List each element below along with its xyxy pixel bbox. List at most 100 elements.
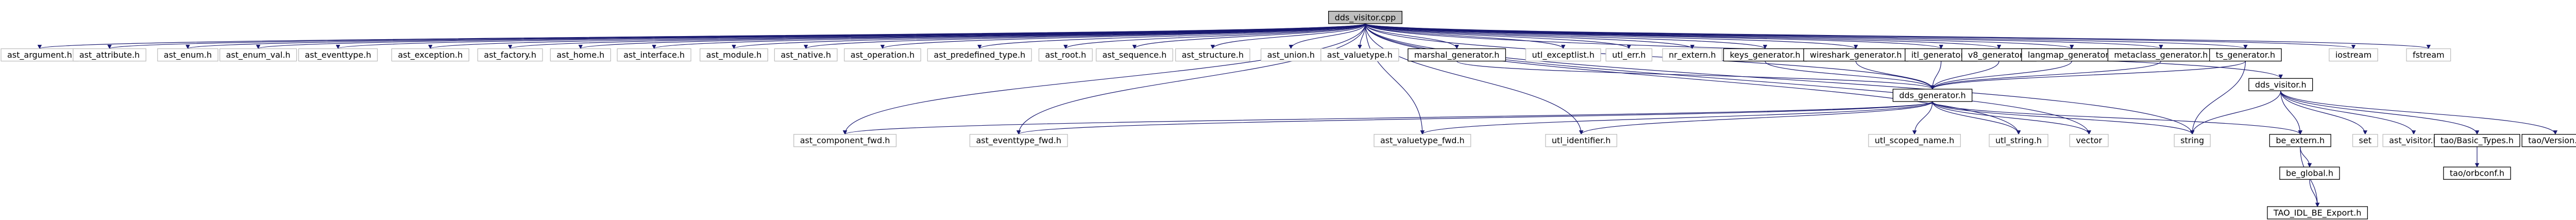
node-box [1095,48,1174,62]
node-label: utl_err.h [1612,50,1646,60]
node-dds-visitor[interactable]: dds_visitor.h [2248,78,2313,91]
node-marshal-generator[interactable]: marshal_generator.h [1408,48,1506,62]
node-box [477,48,543,62]
node-label: utl_identifier.h [1552,136,1611,146]
node-label: iostream [2335,50,2371,60]
node-label: itl_generator.h [1911,50,1971,60]
node-label: tao/Version.h [2528,136,2576,145]
edge-keys_generator-to-dds_generator [1765,61,1935,90]
edge-root-to-vector [1365,23,2091,135]
edge-root-to-fstream [1365,23,2431,49]
node-box [774,48,838,62]
node-box [73,48,146,62]
edge-root-to-utl_identifier [1365,23,1584,135]
node-box [617,48,691,62]
node-label: ast_eventtype_fwd.h [976,136,1061,146]
node-box [2248,78,2313,91]
node-ast-factory: ast_factory.h [477,48,543,62]
node-label: dds_visitor.cpp [1335,12,1396,23]
node-label: langmap_generator.h [2028,50,2116,60]
edge-ts_generator-to-string [2190,61,2246,135]
node-box [2434,134,2520,147]
node-wireshark-generator[interactable]: wireshark_generator.h [1803,48,1909,62]
node-label: keys_generator.h [1730,50,1800,60]
node-box [219,48,297,62]
node-ast-valuetype: ast_valuetype.h [1320,48,1399,62]
node-box [1408,48,1506,62]
node-box [927,48,1032,62]
node-utl-exceptlist: utl_exceptlist.h [1525,48,1601,62]
node-box [550,48,611,62]
node-be-extern[interactable]: be_extern.h [2269,134,2331,147]
node-box [2209,48,2282,62]
edge-dds_visitor-to-string [2190,91,2281,135]
node-box [1320,48,1399,62]
node-utl-identifier: utl_identifier.h [1545,134,1617,147]
edge-root-to-ast_structure [1210,23,1366,49]
edge-langmap_generator-to-dds_generator [1930,61,2072,90]
node-box [2021,48,2123,62]
edge-dds_visitor-to-ast_visitor [2280,91,2416,135]
node-ts-generator[interactable]: ts_generator.h [2209,48,2282,62]
node-ast-sequence: ast_sequence.h [1095,48,1174,62]
node-label: ast_structure.h [1182,50,1244,60]
node-label: ast_exception.h [398,50,463,60]
edge-root-to-ast_eventtype_fwd [1016,23,1366,135]
node-box [1525,48,1601,62]
node-keys-generator[interactable]: keys_generator.h [1723,48,1807,62]
node-metaclass-generator[interactable]: metaclass_generator.h [2107,48,2215,62]
node-box [2443,166,2511,180]
node-box [844,48,921,62]
node-be-global[interactable]: be_global.h [2279,166,2340,180]
edge-root-to-keys_generator [1365,23,1767,49]
edge-metaclass_generator-to-dds_generator [1930,61,2162,90]
node-label: marshal_generator.h [1414,50,1499,60]
edge-root-to-ast_predefined_type [977,23,1366,49]
node-box [2406,48,2451,62]
node-label: utl_scoped_name.h [1875,136,1955,146]
node-label: dds_visitor.h [2255,80,2307,90]
node-orbconf[interactable]: tao/orbconf.h [2443,166,2511,180]
edge-root-to-ast_factory [508,23,1366,49]
edge-dds_visitor-to-set [2280,91,2367,135]
node-box [1038,48,1093,62]
node-dds-generator[interactable]: dds_generator.h [1892,89,1973,102]
node-vector: vector [2069,134,2109,147]
node-box [700,48,768,62]
node-label: ast_valuetype.h [1327,50,1393,60]
node-label: ast_valuetype_fwd.h [1380,136,1465,146]
node-box [1605,48,1653,62]
node-ast-module: ast_module.h [700,48,768,62]
node-string: string [2174,134,2211,147]
node-basic-types[interactable]: tao/Basic_Types.h [2434,134,2520,147]
node-tao-version[interactable]: tao/Version.h [2521,134,2576,147]
edge-root-to-utl_string [1365,23,2021,135]
node-ast-exception: ast_exception.h [391,48,469,62]
node-label: ast_visitor.h [2389,136,2438,146]
node-ast-root: ast_root.h [1038,48,1093,62]
edge-dds_generator-to-utl_scoped_name [1912,101,1933,135]
node-box [1545,134,1617,147]
node-langmap-generator[interactable]: langmap_generator.h [2021,48,2123,62]
node-box [157,48,218,62]
node-set: set [2352,134,2378,147]
node-box [1868,134,1961,147]
node-ast-enum: ast_enum.h [157,48,218,62]
node-label: metaclass_generator.h [2114,50,2208,60]
node-tao-idl-be-export[interactable]: TAO_IDL_BE_Export.h [2267,206,2368,219]
node-label: ast_predefined_type.h [934,50,1025,60]
node-ast-argument: ast_argument.h [1,48,79,62]
node-ast-native: ast_native.h [774,48,838,62]
node-root[interactable]: dds_visitor.cpp [1328,11,1402,24]
node-label: vector [2076,136,2102,145]
edge-root-to-ast_union [1289,23,1366,49]
edge-dds_visitor-to-basic_types [2280,91,2480,135]
node-label: be_extern.h [2276,136,2325,146]
edge-root-to-ast_enum_val [256,23,1366,49]
node-utl-err: utl_err.h [1605,48,1653,62]
node-label: utl_exceptlist.h [1532,50,1594,60]
node-ast-structure: ast_structure.h [1175,48,1250,62]
node-label: ts_generator.h [2216,50,2275,60]
node-label: ast_enum_val.h [226,50,291,60]
